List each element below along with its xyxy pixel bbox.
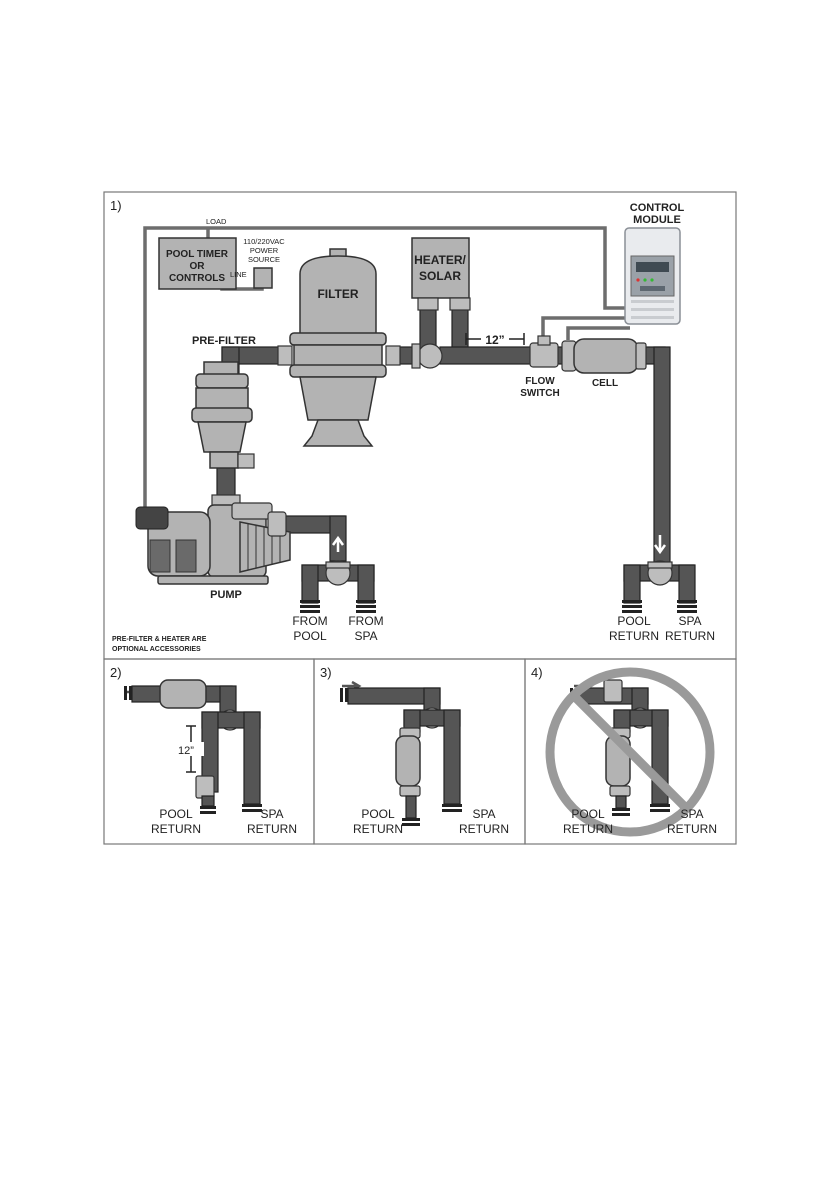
p2-pool-label-2: RETURN — [151, 822, 201, 836]
flow-switch-label-1: FLOW — [525, 376, 555, 387]
p2-spa-label-2: RETURN — [247, 822, 297, 836]
panel-4-number: 4) — [531, 665, 543, 680]
panel-3-number: 3) — [320, 665, 332, 680]
p3-spa-label-2: RETURN — [459, 822, 509, 836]
heater-inlet-union — [417, 297, 439, 311]
pipe-thread-ends — [300, 600, 697, 613]
spa-return-label-1: SPA — [678, 614, 701, 628]
power-label-2: POWER — [250, 246, 279, 255]
p3-pool-label-2: RETURN — [353, 822, 403, 836]
flow-switch — [529, 335, 559, 368]
p4-spa-label-1: SPA — [680, 807, 703, 821]
optional-note-1: PRE-FILTER & HEATER ARE — [112, 636, 207, 643]
prohibited-sign-icon — [545, 667, 715, 837]
pool-timer-box — [158, 237, 237, 290]
panel-4-border — [524, 658, 737, 845]
optional-note-2: OPTIONAL ACCESSORIES — [112, 646, 201, 653]
panel-3-diagram — [340, 680, 462, 826]
heater-label-2: SOLAR — [419, 269, 461, 283]
pool-return-label-1: POOL — [617, 614, 651, 628]
suction-valve — [325, 535, 351, 586]
filter-label: FILTER — [317, 287, 358, 301]
from-pool-label-2: POOL — [293, 629, 327, 643]
p3-spa-label-1: SPA — [472, 807, 495, 821]
p2-distance-label: 12” — [178, 745, 194, 757]
power-label-3: SOURCE — [248, 255, 280, 264]
spa-return-label-2: RETURN — [665, 629, 715, 643]
from-pool-label-1: FROM — [292, 614, 327, 628]
cell-label: CELL — [592, 378, 618, 389]
flow-switch-label-2: SWITCH — [520, 388, 559, 399]
from-spa-label-1: FROM — [348, 614, 383, 628]
p4-pool-label-2: RETURN — [563, 822, 613, 836]
control-module-label-1: CONTROL — [630, 202, 685, 214]
pump — [135, 494, 291, 585]
heater-label-1: HEATER/ — [414, 253, 466, 267]
p2-pool-label-1: POOL — [159, 807, 193, 821]
pool-return-label-2: RETURN — [609, 629, 659, 643]
wiring — [143, 226, 630, 512]
heater-outlet-union — [449, 297, 471, 311]
line-label: LINE — [230, 270, 247, 279]
p4-pool-label-1: POOL — [571, 807, 605, 821]
distance-label: 12” — [485, 333, 504, 347]
pool-timer-label-2: OR — [190, 261, 206, 272]
salt-cell — [561, 338, 647, 374]
pool-timer-label-1: POOL TIMER — [166, 249, 229, 260]
panel-1-number: 1) — [110, 198, 122, 213]
power-source-box — [253, 267, 273, 289]
prefilter-label: PRE-FILTER — [192, 335, 256, 347]
pump-label: PUMP — [210, 589, 242, 601]
heater-diverter-valve — [411, 343, 443, 369]
load-label: LOAD — [206, 217, 227, 226]
control-module — [624, 227, 681, 325]
from-spa-label-2: SPA — [354, 629, 377, 643]
control-module-label-2: MODULE — [633, 214, 681, 226]
panel-2-diagram — [124, 679, 262, 814]
heater-box — [411, 237, 470, 299]
p2-spa-label-1: SPA — [260, 807, 283, 821]
p4-spa-label-2: RETURN — [667, 822, 717, 836]
pre-filter — [191, 361, 255, 469]
panel-2-number: 2) — [110, 665, 122, 680]
pool-timer-label-3: CONTROLS — [169, 273, 225, 284]
power-label-1: 110/220VAC — [243, 237, 285, 246]
filter — [277, 248, 401, 447]
return-valve — [647, 535, 673, 586]
p3-pool-label-1: POOL — [361, 807, 395, 821]
